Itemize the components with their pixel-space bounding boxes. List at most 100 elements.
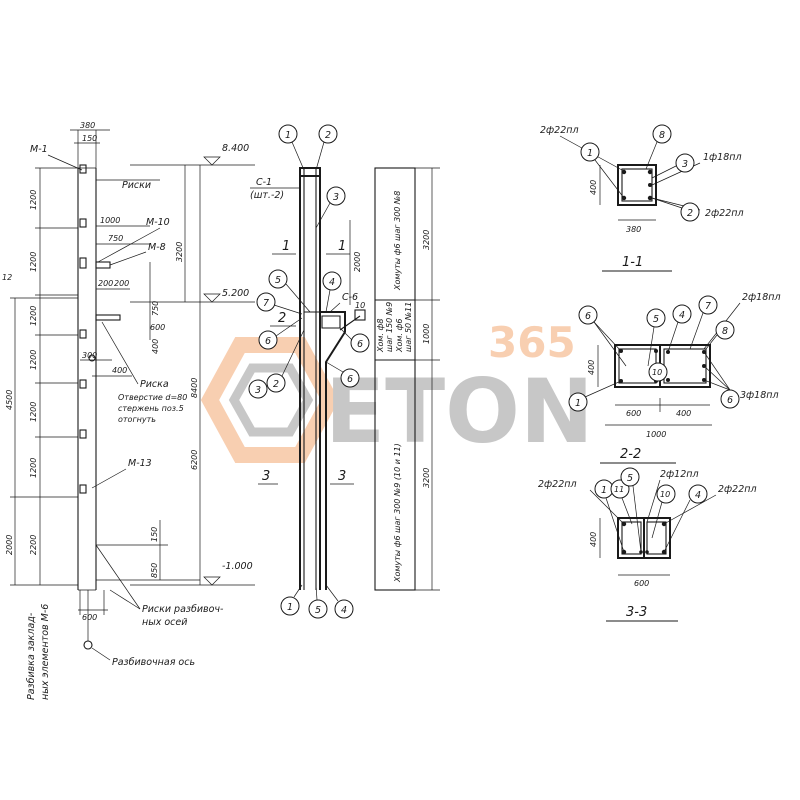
callout-bottom-4: 4 (325, 584, 354, 619)
section-mark-3b: 3 (338, 469, 346, 484)
dim-10: 10 (355, 301, 365, 310)
dim-150: 150 (82, 134, 97, 143)
s3-callout-1: 1 (594, 479, 625, 553)
callout-bottom-1: 1 (280, 584, 303, 616)
dim-2000: 2000 (353, 252, 362, 272)
s3-title: 3-3 (626, 605, 647, 620)
callout-top-1: 1 (278, 124, 305, 171)
stirrup-mid-note-4: шаг 50 №11 (404, 302, 413, 352)
svg-text:1: 1 (587, 148, 593, 159)
hole-note-2: стержень поз.5 (118, 404, 184, 413)
s1-callout-2: 2 (651, 197, 700, 222)
section-2-2: 2ф18пл 3ф18пл 6 5 4 7 8 (568, 292, 781, 464)
s1-callout-8: 8 (645, 124, 672, 170)
dim-750b: 750 (151, 301, 160, 316)
s1-callout-1: 1 (580, 142, 625, 199)
right-dim-8400: 8400 (190, 378, 199, 398)
svg-text:5: 5 (315, 605, 321, 616)
left-dim-ticks (10, 167, 78, 586)
callout-top-3: 3 (315, 186, 346, 229)
mark-m10: М-10 (146, 217, 170, 228)
callout-mid-4: 4 (322, 271, 342, 313)
s3-callout-10: 10 (651, 484, 676, 539)
dim-150b: 150 (150, 527, 159, 542)
stirrup-mid-note-2: шаг 150 №9 (385, 302, 394, 352)
left-dim-4: 1200 (29, 350, 38, 370)
label-axis-risks-1: Риски разбивоч- (142, 604, 224, 615)
section-1-1: 2ф22пл 1ф18пл 2ф22пл 1 8 3 2 400 380 (540, 124, 744, 272)
left-dim-3: 1200 (29, 306, 38, 326)
svg-text:4: 4 (329, 277, 335, 288)
column-elevation: 380 150 М-1 Риски М-10 М-8 М-13 Риска От… (2, 121, 278, 700)
callout-mid-6c: 6 (325, 361, 360, 388)
stirrup-dim-3200b: 3200 (422, 468, 431, 488)
s1-label-top-left: 2ф22пл (540, 125, 579, 136)
s2-dim-400-vert: 400 (587, 360, 596, 375)
svg-text:5: 5 (275, 275, 281, 286)
dim-380: 380 (80, 121, 95, 130)
left-dim-8: 4500 (5, 390, 14, 410)
s2-dim-600: 600 (626, 409, 641, 418)
mark-m1: М-1 (30, 144, 48, 155)
s2-callout-6-top: 6 (578, 305, 627, 367)
right-dim-3200: 3200 (175, 242, 184, 262)
left-edge-12: 12 (2, 273, 12, 282)
callout-mid-6a: 6 (258, 317, 303, 350)
mark-m13: М-13 (128, 458, 152, 469)
label-riska: Риска (140, 379, 169, 390)
stirrup-dim-3200a: 3200 (422, 230, 431, 250)
svg-text:4: 4 (341, 605, 347, 616)
left-dim-7: 2200 (29, 535, 38, 555)
svg-text:7: 7 (263, 298, 269, 309)
s2-callout-4: 4 (667, 304, 692, 353)
s1-label-bottom-right: 2ф22пл (705, 208, 744, 219)
svg-text:6: 6 (357, 339, 363, 350)
watermark: 365 ETON (200, 318, 594, 463)
callout-mid-2: 2 (266, 329, 305, 393)
section-mark-1a: 1 (282, 239, 290, 254)
callout-mid-6b: 6 (339, 327, 370, 353)
level-5200: 5.200 (222, 288, 249, 299)
callout-mid-5: 5 (268, 269, 311, 313)
svg-text:8: 8 (659, 130, 665, 141)
svg-text:1: 1 (601, 485, 607, 496)
dim-600-bottom: 600 (82, 613, 97, 622)
svg-text:3: 3 (682, 159, 688, 170)
dim-200a: 200 (98, 279, 113, 288)
svg-text:2: 2 (273, 379, 279, 390)
stirrup-dim-1000: 1000 (422, 324, 431, 344)
left-dim-6: 1200 (29, 458, 38, 478)
section-mark-3-left: 3 (262, 469, 270, 484)
svg-text:10: 10 (660, 490, 670, 499)
svg-text:1: 1 (285, 130, 291, 141)
cage-label-qty: (шт.-2) (250, 190, 284, 201)
svg-text:3: 3 (255, 385, 261, 396)
svg-text:2: 2 (687, 208, 693, 219)
svg-text:4: 4 (679, 310, 685, 321)
svg-text:10: 10 (652, 368, 662, 377)
svg-text:2: 2 (325, 130, 331, 141)
s2-callout-1: 1 (568, 380, 622, 412)
s2-title: 2-2 (620, 447, 641, 462)
hole-note-3: отогнуть (118, 415, 156, 424)
svg-text:6: 6 (585, 311, 591, 322)
watermark-word: ETON (325, 360, 594, 463)
hole-note-1: Отверстие d=80 (118, 393, 187, 402)
s2-dim-400: 400 (676, 409, 691, 418)
svg-text:1: 1 (575, 398, 581, 409)
level-minus-1000: -1.000 (222, 561, 253, 572)
dim-300: 300 (82, 351, 97, 360)
s2-label-right: 3ф18пл (740, 390, 779, 401)
s3-label-left: 2ф22пл (538, 479, 577, 490)
s1-dim-400: 400 (589, 180, 598, 195)
svg-text:5: 5 (627, 473, 633, 484)
label-axis: Разбивочная ось (112, 657, 195, 668)
svg-text:8: 8 (722, 326, 728, 337)
s1-dim-380: 380 (626, 225, 641, 234)
level-8400: 8.400 (222, 143, 249, 154)
callout-top-2: 2 (315, 124, 338, 171)
stirrup-bottom-note: Хомуты ф6 шаг 300 №9 (10 и 11) (393, 443, 402, 583)
s3-callout-5: 5 (620, 467, 642, 553)
stirrup-mid-note-3: Хом. ф6 (395, 319, 404, 353)
